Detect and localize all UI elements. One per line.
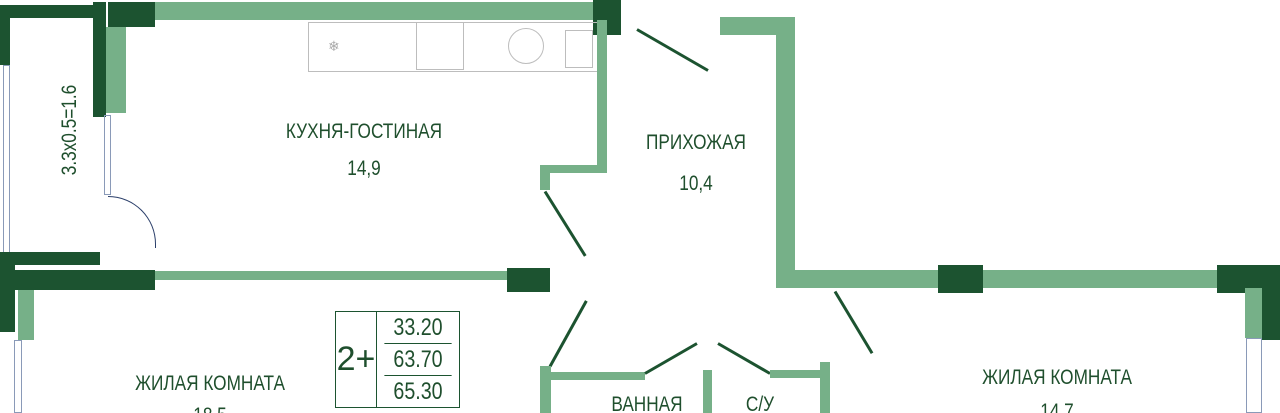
balcony-window: [3, 65, 10, 255]
hallway-area: 10,4: [679, 172, 713, 195]
wall: [770, 370, 830, 378]
hallway-label: ПРИХОЖАЯ: [645, 131, 747, 154]
total-with-balcony-value: 65.30: [393, 377, 443, 405]
wall: [108, 2, 608, 20]
wall: [820, 362, 830, 413]
wall-column: [507, 268, 550, 292]
wall: [540, 366, 551, 413]
living-left-area: 18,5: [193, 404, 227, 413]
living-area-value: 33.20: [384, 312, 452, 344]
wall: [93, 2, 106, 117]
wall: [1262, 265, 1280, 340]
kitchen-area: 14,9: [347, 157, 381, 180]
rooms-count: 2+: [336, 312, 377, 407]
wall-column: [108, 2, 155, 27]
window: [104, 115, 111, 195]
door-leaf[interactable]: [543, 190, 587, 257]
wall: [0, 252, 15, 332]
bathroom-label: ВАННАЯ: [611, 393, 683, 413]
fridge-icon: ❄: [328, 38, 340, 54]
door-leaf[interactable]: [644, 342, 698, 375]
wall: [597, 20, 607, 170]
wc-label: С/У: [745, 393, 775, 413]
total-area-value: 63.70: [384, 344, 452, 376]
wall: [540, 165, 607, 173]
wall: [776, 17, 795, 288]
wall: [18, 290, 34, 340]
door-leaf[interactable]: [833, 290, 874, 354]
door-leaf[interactable]: [717, 342, 771, 375]
kitchen-label: КУХНЯ-ГОСТИНАЯ: [285, 120, 443, 143]
stove-icon: [416, 22, 464, 70]
wall: [106, 27, 126, 113]
wall: [540, 165, 550, 190]
wall: [0, 5, 10, 65]
wall: [703, 370, 712, 413]
boiler-icon: [565, 30, 593, 68]
balcony-door[interactable]: [108, 196, 156, 248]
wall: [0, 252, 100, 265]
wall-column: [938, 265, 983, 293]
wall: [776, 270, 1226, 288]
living-left-label: ЖИЛАЯ КОМНАТА: [135, 372, 285, 395]
living-right-label: ЖИЛАЯ КОМНАТА: [982, 366, 1132, 389]
window: [14, 340, 22, 413]
balcony-dims: 3.3x0.5=1.6: [58, 84, 81, 176]
living-right-area: 14,7: [1040, 400, 1074, 413]
door-leaf[interactable]: [636, 28, 709, 72]
wall: [1245, 288, 1262, 338]
wall: [15, 270, 155, 290]
door-leaf[interactable]: [548, 300, 588, 368]
wall: [0, 5, 100, 18]
wall: [551, 372, 645, 380]
wall: [155, 271, 510, 280]
window: [1246, 338, 1262, 413]
apartment-info-table: 2+ 33.20 63.70 65.30: [335, 311, 460, 408]
sink-icon: [508, 28, 544, 64]
